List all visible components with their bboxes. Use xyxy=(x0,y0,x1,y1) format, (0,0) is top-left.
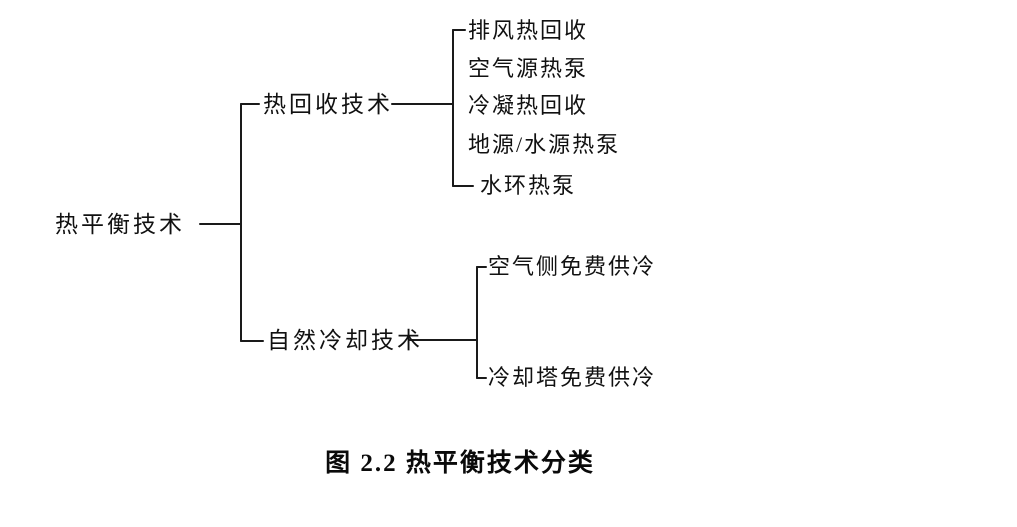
root-node-label: 热平衡技术 xyxy=(55,212,185,237)
figure-caption: 图 2.2 热平衡技术分类 xyxy=(325,450,595,477)
leaf-condensing-heat-recovery: 冷凝热回收 xyxy=(468,93,589,118)
branch-natural-cooling-label: 自然冷却技术 xyxy=(267,328,423,353)
leaf-ground-water-source-heat-pump: 地源/水源热泵 xyxy=(468,132,621,157)
branch-heat-recovery-label: 热回收技术 xyxy=(263,92,393,117)
leaf-cooling-tower-free-cooling: 冷却塔免费供冷 xyxy=(488,365,657,390)
leaf-air-side-free-cooling: 空气侧免费供冷 xyxy=(488,254,657,279)
leaf-air-source-heat-pump: 空气源热泵 xyxy=(468,56,589,81)
leaf-water-loop-heat-pump: 水环热泵 xyxy=(480,173,577,198)
leaf-exhaust-heat-recovery: 排风热回收 xyxy=(468,18,589,43)
